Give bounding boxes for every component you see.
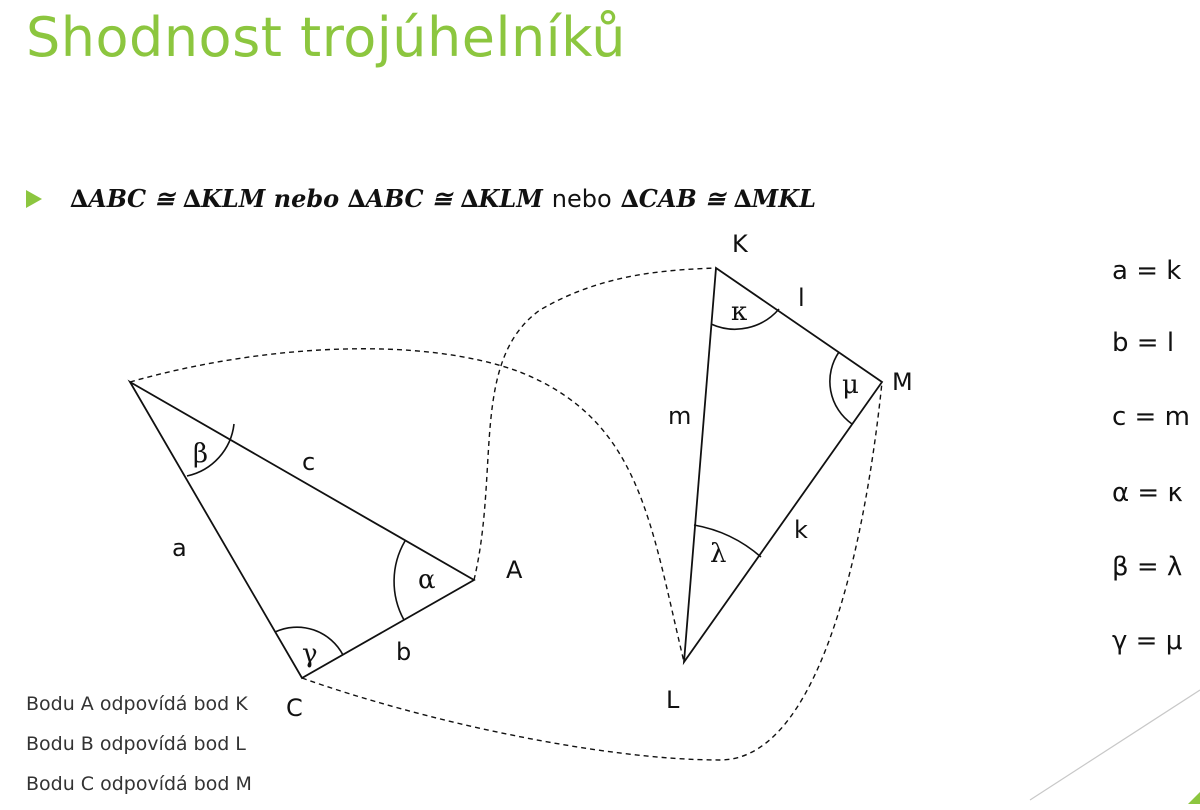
equality-item: c = m [1112, 402, 1190, 432]
side-a-label: a [172, 534, 187, 562]
angle-beta-label: β [193, 439, 208, 469]
dashed-curve-c-m [301, 381, 883, 761]
angle-alpha-label: α [418, 565, 436, 595]
angle-arc-beta [186, 423, 235, 477]
triangle-abc [127, 379, 476, 680]
corner-decoration-line [1029, 689, 1200, 801]
vertex-c-label: C [286, 694, 303, 722]
bullet-arrow-icon [26, 189, 42, 208]
equality-item: b = l [1112, 328, 1175, 358]
equality-item: γ = μ [1112, 626, 1183, 656]
formula-part1: ∆𝑨𝑩𝑪 ≅ ∆𝑲𝑳𝑴 𝒏𝒆𝒃𝒐 ∆𝑨𝑩𝑪 ≅ ∆𝑲𝑳𝑴 [70, 184, 543, 213]
angle-arc-alpha [393, 540, 406, 621]
side-k-label: k [794, 516, 808, 544]
angle-kappa-label: κ [731, 297, 747, 327]
angle-mu-label: μ [842, 370, 859, 400]
side-l-label: l [798, 284, 805, 312]
dashed-curve-top [129, 348, 685, 663]
correspondence-list: Bodu A odpovídá bod K Bodu B odpovídá bo… [26, 690, 252, 810]
vertex-l-label: L [666, 686, 680, 714]
correspondence-item: Bodu A odpovídá bod K [26, 693, 248, 715]
side-c-label: c [302, 448, 315, 476]
formula-connector: nebo [551, 185, 612, 213]
angle-arc-lambda [693, 524, 762, 558]
vertex-k-label: K [732, 230, 749, 258]
equality-item: α = κ [1112, 478, 1183, 508]
congruence-formula: ∆𝑨𝑩𝑪 ≅ ∆𝑲𝑳𝑴 𝒏𝒆𝒃𝒐 ∆𝑨𝑩𝑪 ≅ ∆𝑲𝑳𝑴 nebo ∆𝑪𝑨𝑩 ≅… [70, 184, 816, 213]
equality-item: a = k [1112, 256, 1182, 286]
side-m-label: m [668, 402, 691, 430]
angle-arc-mu [829, 351, 853, 425]
triangle-klm [682, 266, 884, 666]
formula-part2: ∆𝑪𝑨𝑩 ≅ ∆𝑴𝑲𝑳 [620, 184, 816, 213]
dashed-curve-a-k [473, 267, 717, 581]
vertex-a-label: A [506, 556, 523, 584]
slide-title: Shodnost trojúhelníků [26, 6, 627, 69]
formula-bullet: ∆𝑨𝑩𝑪 ≅ ∆𝑲𝑳𝑴 𝒏𝒆𝒃𝒐 ∆𝑨𝑩𝑪 ≅ ∆𝑲𝑳𝑴 nebo ∆𝑪𝑨𝑩 ≅… [26, 184, 816, 213]
angle-lambda-label: λ [710, 539, 726, 569]
angle-arc-gamma [274, 626, 344, 656]
vertex-m-label: M [892, 368, 913, 396]
angle-gamma-label: γ [302, 639, 318, 669]
equality-item: β = λ [1112, 552, 1183, 582]
correspondence-item: Bodu C odpovídá bod M [26, 773, 252, 795]
corner-decoration-triangle [1188, 792, 1200, 804]
angle-arc-kappa [710, 308, 780, 331]
side-b-label: b [396, 638, 411, 666]
correspondence-item: Bodu B odpovídá bod L [26, 733, 246, 755]
